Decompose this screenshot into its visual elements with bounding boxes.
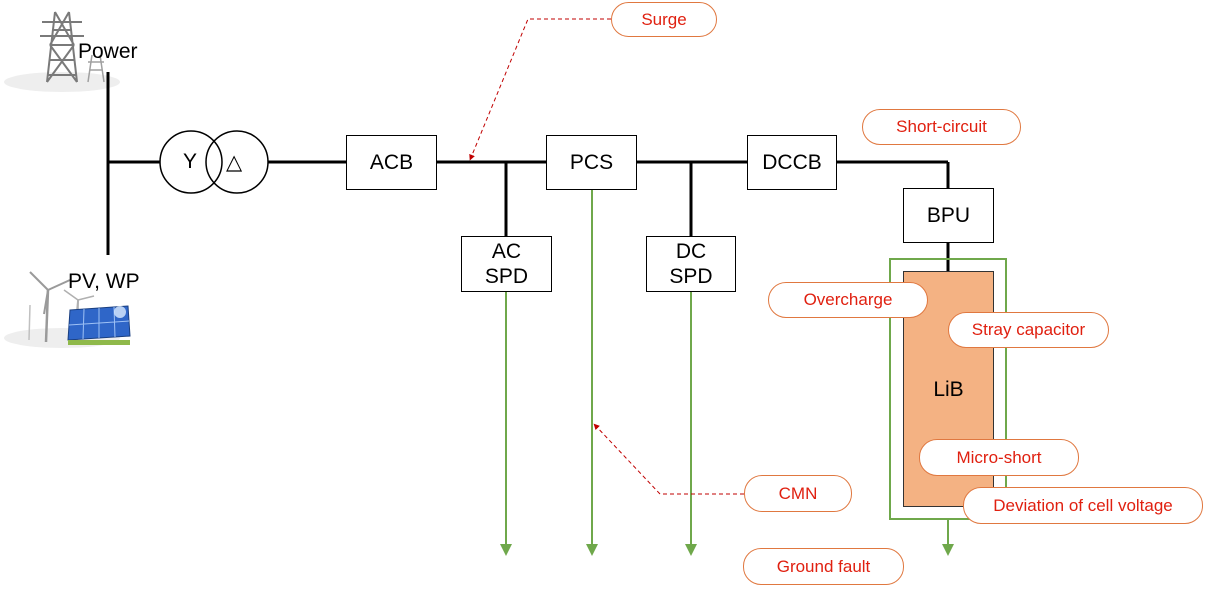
lib-label: LiB [933,378,964,401]
pcs-box: PCS [546,135,637,190]
ground-lines [500,190,954,556]
fault-micro-short: Micro-short [919,439,1079,476]
fault-deviation-of-cell-voltage: Deviation of cell voltage [963,487,1203,524]
acb-box: ACB [346,135,437,190]
solar-panel-icon [67,305,131,345]
bus-wires [106,72,950,272]
fault-stray-capacitor: Stray capacitor [948,312,1109,348]
bpu-box: BPU [903,188,994,243]
fault-ground-fault: Ground fault [743,548,904,585]
dc-spd-box: DC SPD [646,236,736,292]
battery-enclosure [889,258,1007,520]
transformer-symbol [159,130,269,194]
grid-source-label: Power [78,40,138,63]
fault-cmn: CMN [744,475,852,512]
ac-spd-box: AC SPD [461,236,552,292]
transformer-secondary-symbol: △ [226,151,243,174]
transmission-tower-icon [4,11,120,92]
dccb-box: DCCB [747,135,837,190]
fault-surge: Surge [611,2,717,37]
fault-short-circuit: Short-circuit [862,109,1021,145]
transformer-primary-symbol: Y [183,150,198,173]
fault-overcharge: Overcharge [768,282,928,318]
renewable-source-label: PV, WP [68,270,140,293]
fault-arrows [469,18,744,495]
